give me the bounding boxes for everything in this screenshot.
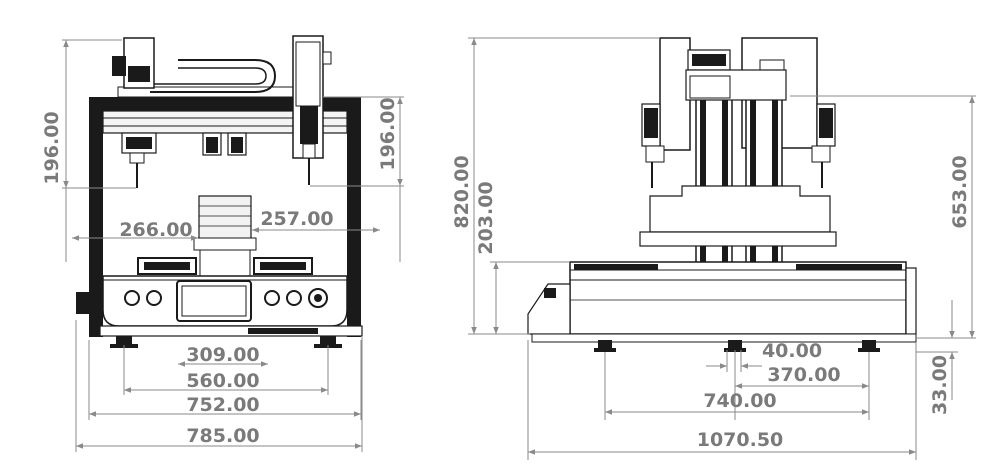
dim-820: 820.00: [451, 155, 473, 228]
dim-33: 33.00: [929, 355, 951, 415]
dim-309: 309.00: [186, 344, 259, 366]
front-dimensions: 196.00 196.00 266.00 257.00 309.00 560.0…: [41, 39, 404, 452]
left-frame-post: [89, 97, 103, 337]
gantry-rail: [102, 110, 348, 134]
dim-257: 257.00: [260, 208, 333, 230]
dim-203: 203.00: [475, 181, 497, 254]
dim-653: 653.00: [949, 155, 971, 228]
right-frame-post: [347, 97, 361, 337]
dim-196-left: 196.00: [41, 111, 63, 184]
side-base: [569, 261, 907, 335]
dim-196-right: 196.00: [377, 97, 399, 170]
side-left-z-column: [659, 37, 691, 151]
cable-chain-loop: [150, 59, 277, 93]
dim-560: 560.00: [186, 370, 259, 392]
dim-1070: 1070.50: [697, 429, 784, 451]
dim-40: 40.00: [762, 340, 822, 362]
dim-370: 370.00: [767, 364, 840, 386]
dim-266: 266.00: [119, 219, 192, 241]
side-view: [527, 37, 917, 352]
dim-740: 740.00: [703, 390, 776, 412]
front-view: [76, 35, 363, 348]
side-dimensions: 820.00 203.00 653.00 33.00 40.00 370.00 …: [451, 37, 976, 460]
dim-752: 752.00: [186, 394, 259, 416]
center-fixture: [198, 195, 252, 242]
dim-785: 785.00: [186, 425, 259, 447]
